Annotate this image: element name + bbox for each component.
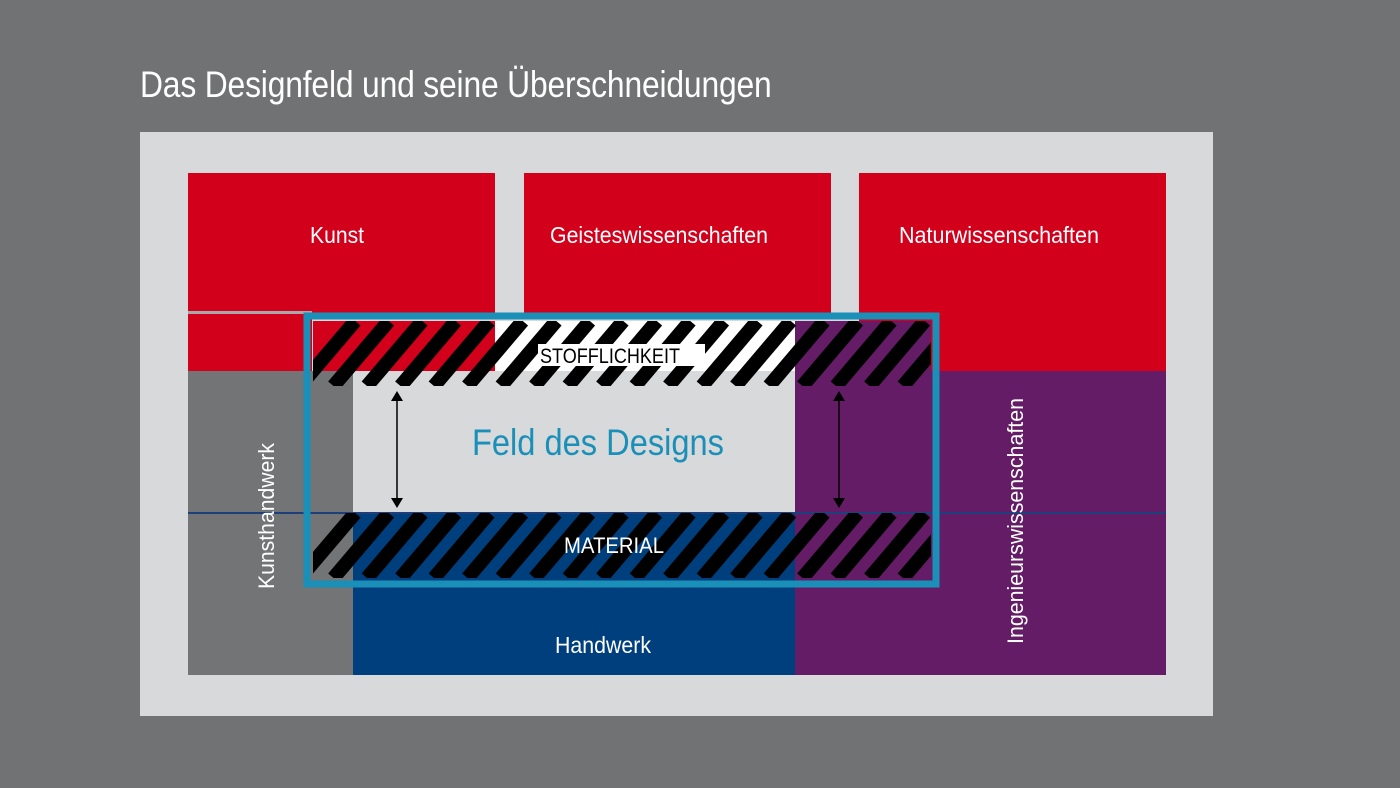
hatch-stripe	[529, 513, 596, 578]
hatch-stripe	[428, 513, 495, 578]
hatch-stripe	[830, 513, 897, 578]
hatch-stripe	[313, 321, 361, 382]
kunst-extension-edge	[188, 311, 312, 314]
hatch-stripe	[730, 321, 797, 386]
hatch-stripe	[562, 513, 629, 578]
hatch-stripe	[696, 321, 763, 386]
design-field-frame	[303, 312, 940, 588]
hatch-stripe	[696, 513, 763, 578]
hatch-stripe	[763, 513, 830, 578]
hatch-stripe	[361, 321, 428, 386]
hatch-stripe	[864, 513, 931, 578]
design-center-area	[353, 371, 795, 513]
hatch-stripe	[797, 513, 864, 578]
label-geisteswissenschaften: Geisteswissenschaften	[550, 222, 768, 248]
hatch-stripe	[361, 513, 428, 578]
label-naturwissenschaften: Naturwissenschaften	[899, 222, 1099, 248]
hatch-stripe	[495, 321, 562, 386]
hatch-stripe	[328, 321, 395, 386]
hatch-stripe	[596, 513, 663, 578]
hatch-stripe	[428, 321, 495, 386]
field-kunst-extension	[188, 313, 312, 371]
design-field-label: Feld des Designs	[472, 422, 724, 463]
hatch-stripe	[395, 321, 462, 386]
bottom-band-hatching	[313, 513, 931, 578]
horizontal-divider	[188, 512, 1166, 514]
hatch-stripe	[663, 513, 730, 578]
hatch-stripe	[730, 513, 797, 578]
hatch-stripe	[462, 321, 529, 386]
label-kunsthandwerk: Kunsthandwerk	[254, 442, 279, 589]
field-kunst	[188, 173, 495, 313]
hatch-stripe	[462, 513, 529, 578]
hatch-stripe	[395, 513, 462, 578]
hatch-stripe	[763, 321, 830, 386]
hatch-stripe	[897, 534, 931, 578]
hatch-stripe	[629, 513, 696, 578]
top-band-label: STOFFLICHKEIT	[540, 345, 680, 368]
hatch-stripe	[864, 321, 931, 386]
hatch-stripe	[797, 321, 864, 386]
hatch-stripe	[313, 513, 361, 574]
label-ingenieurswissenschaften: Ingenieurswissenschaften	[1003, 398, 1028, 644]
field-geisteswissenschaften	[524, 173, 831, 313]
hatch-stripe	[897, 342, 931, 386]
hatch-stripe	[495, 513, 562, 578]
hatch-stripe	[328, 513, 395, 578]
page-title: Das Designfeld und seine Überschneidunge…	[140, 64, 772, 105]
hatch-stripe	[830, 321, 897, 386]
top-band-label-box	[538, 344, 705, 366]
label-kunst: Kunst	[310, 222, 365, 248]
label-handwerk: Handwerk	[555, 632, 651, 658]
bottom-band-label: MATERIAL	[564, 533, 664, 558]
